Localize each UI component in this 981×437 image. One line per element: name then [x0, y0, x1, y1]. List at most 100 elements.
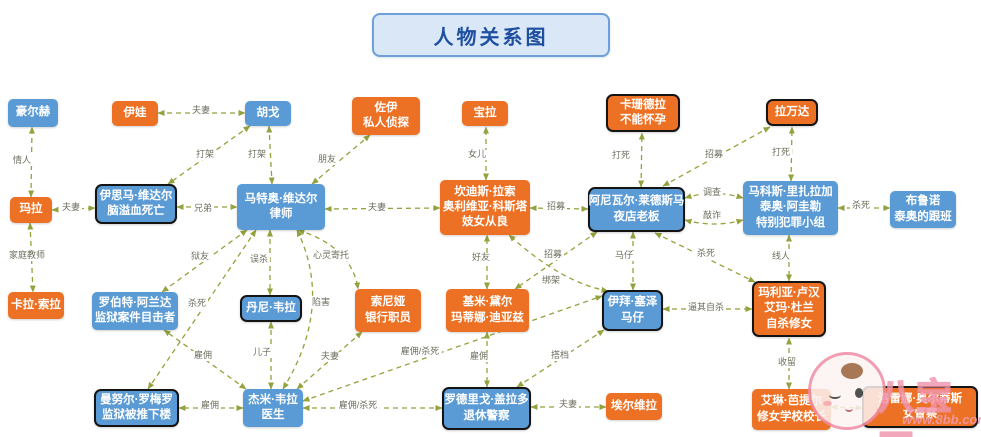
node-label: 特别犯罪小组: [756, 216, 825, 229]
node-label: 私人侦探: [363, 117, 409, 129]
edge-label-mateo-manuel: 杀死: [185, 298, 209, 309]
edge-label-jaime-manuel: 雇佣: [198, 400, 222, 411]
edge-label-anibal-marcos: 敲诈: [700, 210, 724, 221]
node-label: 律师: [269, 208, 293, 220]
node-isma: 伊思马·维达尔脑溢血死亡: [95, 184, 177, 224]
node-label: 夜店老板: [613, 210, 660, 223]
edge-jaime-ibai: [302, 295, 603, 402]
node-ibai: 伊拜·塞泽马仔: [602, 290, 663, 331]
edge-label-jaime-dani: 儿子: [250, 347, 274, 358]
node-label: 马仔: [621, 311, 644, 324]
edge-label-jaime-ibai: 雇佣/杀死: [398, 346, 442, 357]
node-label: 阿尼瓦尔·莱德斯马: [588, 195, 685, 208]
node-label: 艾琳·芭提尔: [760, 395, 823, 408]
node-label: 宝拉: [473, 106, 497, 119]
edge-label-hugo-isma: 打架: [193, 149, 217, 160]
node-label: 不能怀孕: [620, 114, 666, 126]
edge-label-mateo-candance: 夫妻: [365, 202, 389, 213]
node-label: 银行职员: [365, 311, 411, 324]
node-label: 坎迪斯·拉索: [454, 185, 516, 198]
node-label: 女督察: [902, 408, 938, 420]
node-label: 退休警察: [463, 409, 510, 422]
edge-label-mateo-sonia: 心灵寄托: [310, 250, 352, 261]
node-label: 马科斯·里扎拉加: [748, 186, 833, 199]
node-label: 玛蒂娜·迪亚兹: [451, 311, 524, 324]
node-hugo: 胡戈: [245, 101, 291, 126]
edge-label-mateo-zoe: 朋友: [315, 154, 339, 165]
edge-label-rodrigo-elvira: 夫妻: [556, 399, 580, 410]
node-label: 伊娃: [123, 106, 147, 119]
edge-label-anibal-cassandra: 打死: [609, 150, 633, 161]
node-label: 脑溢血死亡: [107, 205, 165, 217]
node-jaime: 杰米·韦拉医生: [243, 389, 303, 427]
edge-label-marcos-lavanda: 打死: [769, 147, 793, 158]
node-label: 卡拉·索拉: [11, 298, 61, 311]
edge-label-jaime-roberto: 雇佣: [191, 350, 215, 361]
node-label: 罗德里戈·盖拉多: [444, 394, 529, 407]
node-label: 埃尔维拉: [611, 399, 657, 412]
edge-label-ibai-candance: 绑架: [539, 275, 563, 286]
node-mateo: 马特奥·维达尔律师: [237, 184, 325, 230]
edge-label-jaime-sonia: 夫妻: [318, 351, 342, 362]
baby-mouth-icon: [845, 405, 853, 412]
node-label: 丹尼·韦拉: [246, 301, 296, 314]
edge-label-mara-jorge: 情人: [10, 155, 34, 166]
node-marcos: 马科斯·里扎拉加泰奥·阿圭勒特别犯罪小组: [743, 181, 838, 235]
edge-label-eva-hugo: 夫妻: [189, 105, 213, 116]
node-label: 基米·黛尔: [462, 296, 513, 309]
node-lavanda: 拉万达: [766, 99, 818, 126]
node-label: 罗伯特·阿兰达: [98, 296, 172, 309]
node-label: 索尼娅: [370, 296, 406, 309]
edge-label-rodrigo-ibai: 搭档: [548, 350, 572, 361]
node-label: 卡珊德拉: [620, 98, 666, 111]
node-label: 监狱被推下楼: [102, 409, 171, 421]
edge-label-mara-isma: 夫妻: [59, 202, 83, 213]
node-label: 玛拉: [19, 203, 43, 216]
node-label: 伊思马·维达尔: [99, 189, 173, 202]
baby-wink-eye-icon: [829, 391, 841, 399]
edge-anibal-cassandra: [638, 132, 645, 188]
watermark-baby-logo: [808, 352, 886, 430]
watermark-site-url: www.8bb.com: [902, 412, 981, 427]
watermark: 八宝网 www.8bb.com: [806, 350, 981, 437]
node-label: 妓女从良: [462, 216, 508, 229]
edge-mateo-zoe: [311, 134, 371, 185]
title-box: 人物关系图: [372, 13, 610, 57]
watermark-site-name: 八宝网: [877, 375, 955, 437]
edge-ibai-candance: [508, 234, 609, 293]
node-jorge: 豪尔赫: [8, 99, 58, 127]
edge-label-ibai-maria: 逼其自杀: [685, 302, 727, 313]
edge-label-mateo-dani: 误杀: [247, 254, 271, 265]
edge-label-anibal-candance: 招募: [544, 201, 568, 212]
node-kimmy: 基米·黛尔玛蒂娜·迪亚兹: [446, 289, 529, 332]
edge-anibal-marcos: [684, 218, 744, 225]
node-label: 拉万达: [774, 105, 810, 118]
node-zoe: 佐伊私人侦探: [352, 97, 420, 135]
edge-label-marcos-maria: 线人: [769, 251, 793, 262]
edge-jaime-roberto: [163, 329, 247, 390]
node-manuel: 曼努尔·罗梅罗监狱被推下楼: [94, 389, 179, 427]
node-label: 奥利维亚·科斯塔: [442, 200, 528, 213]
node-label: 洛雷娜·奥尔蒂斯: [877, 392, 963, 405]
node-label: 胡戈: [256, 106, 280, 119]
node-label: 医生: [261, 409, 285, 421]
node-candance: 坎迪斯·拉索奥利维亚·科斯塔妓女从良: [440, 180, 530, 235]
node-sonia: 索尼娅银行职员: [355, 289, 421, 332]
node-label: 伊拜·塞泽: [607, 296, 658, 309]
node-mara: 玛拉: [10, 197, 52, 223]
node-label: 自杀修女: [766, 317, 812, 330]
node-label: 豪尔赫: [15, 106, 51, 119]
edge-label-hugo-mateo: 打架: [245, 149, 269, 160]
page-title: 人物关系图: [433, 26, 549, 49]
baby-hair-icon: [841, 363, 863, 379]
edge-label-mateo-roberto: 狱友: [188, 251, 212, 262]
node-label: 曼努尔·罗梅罗: [100, 393, 173, 406]
edge-label-anibal-lavanda: 招募: [702, 149, 726, 160]
edge-label-jaime-rodrigo: 雇佣/杀死: [336, 400, 380, 411]
edge-mara-carla: [27, 222, 36, 293]
node-anibal: 阿尼瓦尔·莱德斯马夜店老板: [588, 187, 685, 232]
node-carla: 卡拉·索拉: [8, 292, 64, 319]
node-dani: 丹尼·韦拉: [240, 295, 302, 322]
edge-jaime-mateo: [282, 229, 314, 390]
